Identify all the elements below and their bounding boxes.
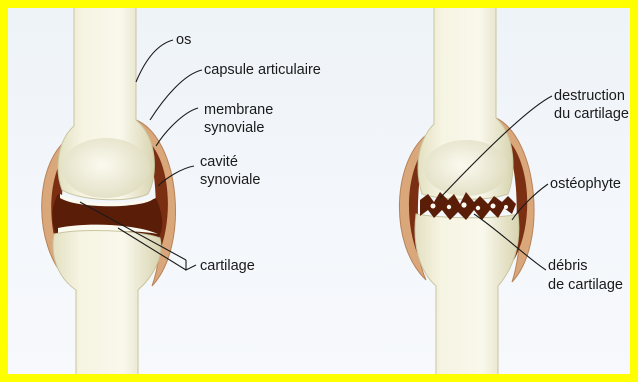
debris-fragment [431,204,436,209]
label-capsule-articulaire: capsule articulaire [204,62,321,78]
right-lower-bone [415,214,519,374]
label-debris: débris [548,258,588,274]
label-du-cartilage: du cartilage [554,106,629,122]
leader-membrane [156,108,198,146]
healthy-joint [42,8,176,374]
leader-cartilage-c [186,260,196,270]
label-cavite-synoviale: synoviale [200,172,260,188]
arthritic-joint [399,8,534,374]
label-os: os [176,32,191,48]
debris-fragment [447,205,451,209]
left-labels: os capsule articulaire membrane synovial… [176,32,321,274]
leader-capsule [150,70,202,120]
right-upper-condyle [424,140,508,196]
label-cartilage: cartilage [200,258,255,274]
left-lower-bone [53,231,161,374]
label-membrane: membrane [204,102,273,118]
debris-fragment [476,206,480,210]
debris-fragment [461,202,466,207]
label-osteophyte: ostéophyte [550,176,621,192]
left-upper-condyle [62,138,150,198]
debris-fragment [504,205,508,209]
label-destruction: destruction [554,88,625,104]
joint-comparison-diagram: os capsule articulaire membrane synovial… [8,8,630,374]
right-labels: destruction du cartilage ostéophyte débr… [548,88,629,293]
label-de-cartilage: de cartilage [548,277,623,293]
label-membrane-synoviale: synoviale [204,120,264,136]
label-cavite: cavité [200,154,238,170]
leader-os [136,40,173,82]
debris-fragment [491,204,496,209]
